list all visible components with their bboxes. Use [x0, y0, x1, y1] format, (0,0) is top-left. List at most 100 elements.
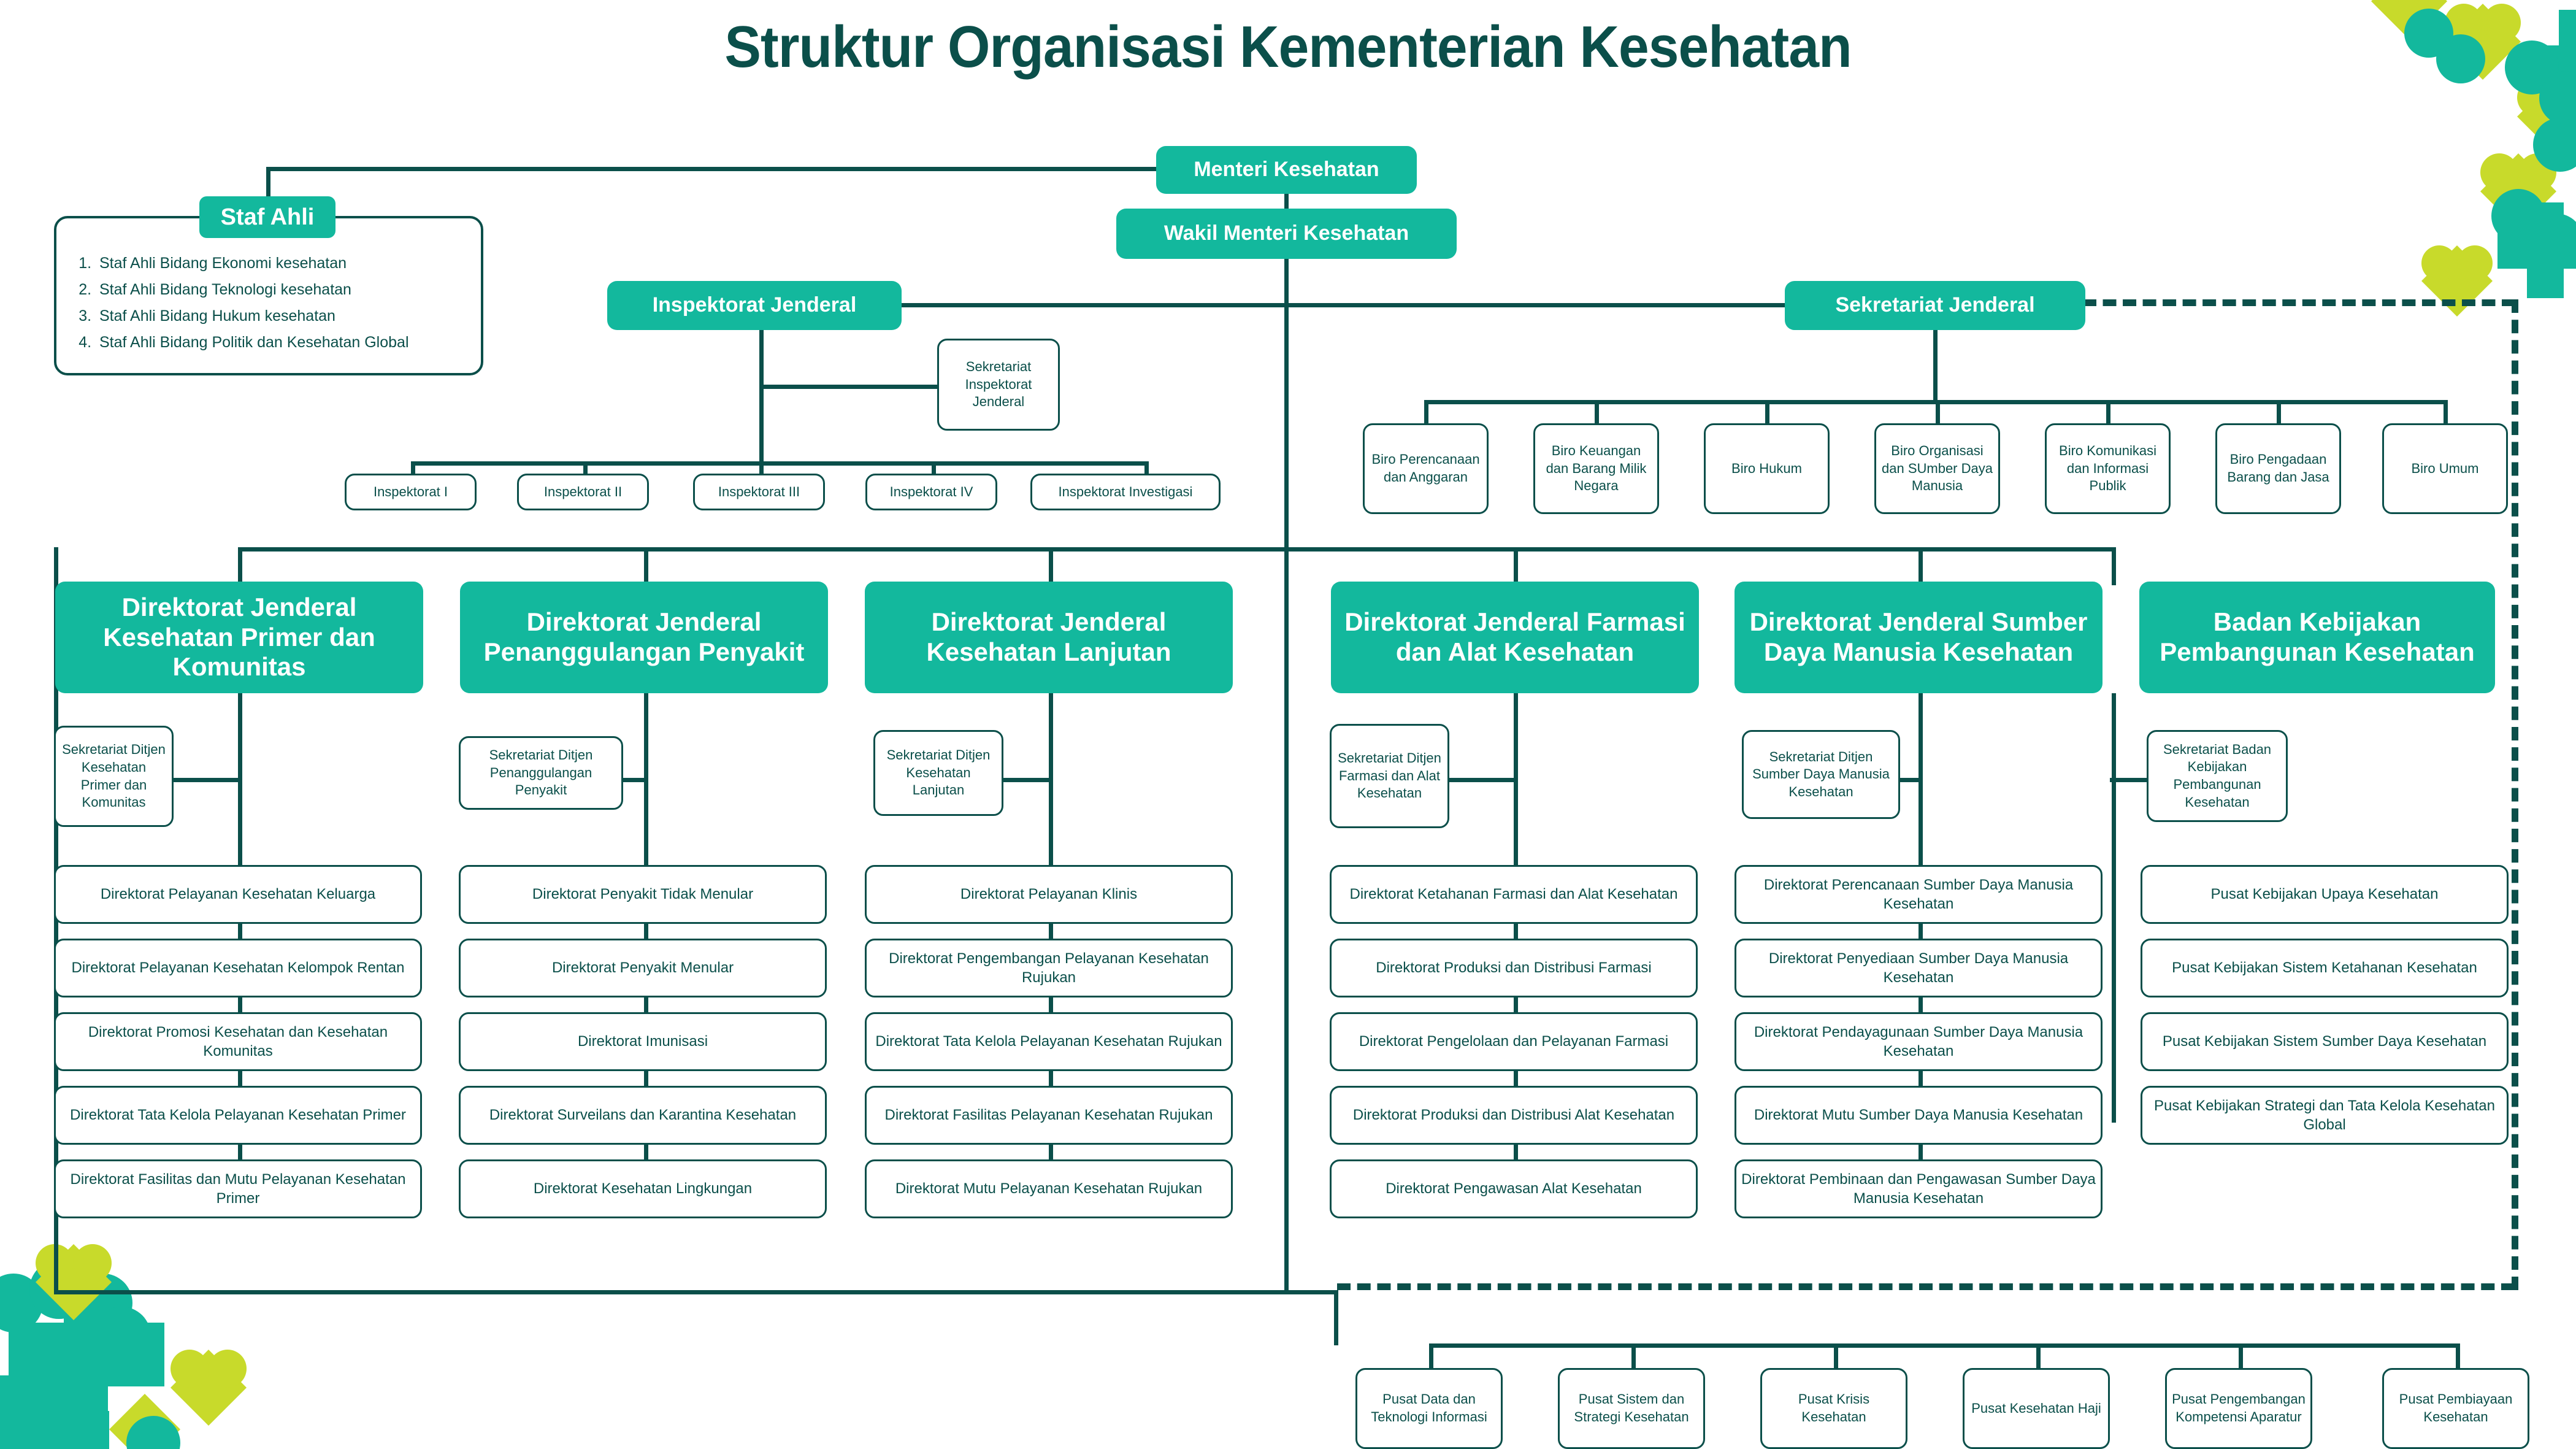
panel-staf-ahli: Staf Ahli Bidang Ekonomi kesehatan Staf … [54, 216, 483, 375]
connector-biro-drop-6 [2277, 400, 2281, 429]
node-pusat-krisis-kesehatan[interactable]: Pusat Krisis Kesehatan [1760, 1368, 1907, 1449]
node-inspektorat-investigasi[interactable]: Inspektorat Investigasi [1030, 474, 1221, 510]
node-ditjen-sumber-daya-manusia-kesehatan[interactable]: Direktorat Jenderal Sumber Daya Manusia … [1735, 582, 2103, 693]
node-biro-organisasi-dan-sumber-daya-manusia[interactable]: Biro Organisasi dan SUmber Daya Manusia [1874, 423, 2000, 514]
node-direktorat-produksi-dan-distribusi-farmasi[interactable]: Direktorat Produksi dan Distribusi Farma… [1330, 939, 1698, 997]
list-item: Staf Ahli Bidang Teknologi kesehatan [96, 277, 466, 303]
node-pusat-kebijakan-sistem-sumber-daya-kesehatan[interactable]: Pusat Kebijakan Sistem Sumber Daya Keseh… [2141, 1012, 2509, 1071]
connector-pusat-bus [1429, 1343, 2459, 1348]
node-direktorat-tata-kelola-pelayanan-kesehatan-primer[interactable]: Direktorat Tata Kelola Pelayanan Kesehat… [54, 1086, 422, 1145]
connector-pusat-drop-5 [2239, 1343, 2243, 1372]
node-direktorat-penyakit-tidak-menular[interactable]: Direktorat Penyakit Tidak Menular [459, 865, 827, 924]
node-direktorat-penyediaan-sdm-kesehatan[interactable]: Direktorat Penyediaan Sumber Daya Manusi… [1735, 939, 2103, 997]
node-direktorat-promosi-kesehatan-dan-kesehatan-komunitas[interactable]: Direktorat Promosi Kesehatan dan Kesehat… [54, 1012, 422, 1071]
list-item: Staf Ahli Bidang Politik dan Kesehatan G… [96, 329, 466, 356]
node-biro-keuangan-dan-barang-milik-negara[interactable]: Biro Keuangan dan Barang Milik Negara [1533, 423, 1659, 514]
connector-pusat-drop-6 [2456, 1343, 2460, 1372]
node-direktorat-pengelolaan-dan-pelayanan-farmasi[interactable]: Direktorat Pengelolaan dan Pelayanan Far… [1330, 1012, 1698, 1071]
connector-biro-drop-1 [1424, 400, 1428, 429]
node-direktorat-pendayagunaan-sdm-kesehatan[interactable]: Direktorat Pendayagunaan Sumber Daya Man… [1735, 1012, 2103, 1071]
connector-pusat-drop-4 [2036, 1343, 2041, 1372]
node-direktorat-mutu-sdm-kesehatan[interactable]: Direktorat Mutu Sumber Daya Manusia Kese… [1735, 1086, 2103, 1145]
node-direktorat-mutu-pelayanan-kesehatan-rujukan[interactable]: Direktorat Mutu Pelayanan Kesehatan Ruju… [865, 1159, 1233, 1218]
node-direktorat-imunisasi[interactable]: Direktorat Imunisasi [459, 1012, 827, 1071]
node-pusat-data-dan-teknologi-informasi[interactable]: Pusat Data dan Teknologi Informasi [1355, 1368, 1503, 1449]
node-direktorat-pengawasan-alat-kesehatan[interactable]: Direktorat Pengawasan Alat Kesehatan [1330, 1159, 1698, 1218]
node-direktorat-pelayanan-klinis[interactable]: Direktorat Pelayanan Klinis [865, 865, 1233, 924]
node-ditjen-kesehatan-primer-dan-komunitas[interactable]: Direktorat Jenderal Kesehatan Primer dan… [55, 582, 423, 693]
node-pusat-kebijakan-strategi-dan-tata-kelola-kesehatan-global[interactable]: Pusat Kebijakan Strategi dan Tata Kelola… [2141, 1086, 2509, 1145]
node-direktorat-ketahanan-farmasi-dan-alat-kesehatan[interactable]: Direktorat Ketahanan Farmasi dan Alat Ke… [1330, 865, 1698, 924]
node-ditjen-farmasi-dan-alat-kesehatan[interactable]: Direktorat Jenderal Farmasi dan Alat Kes… [1331, 582, 1699, 693]
node-pusat-pembiayaan-kesehatan[interactable]: Pusat Pembiayaan Kesehatan [2382, 1368, 2529, 1449]
node-inspektorat-iv[interactable]: Inspektorat IV [865, 474, 997, 510]
node-sekretariat-jenderal[interactable]: Sekretariat Jenderal [1785, 281, 2085, 330]
node-direktorat-pelayanan-kesehatan-kelompok-rentan[interactable]: Direktorat Pelayanan Kesehatan Kelompok … [54, 939, 422, 997]
connector-spine-to-sekretariat-jenderal [1284, 303, 1787, 307]
connector-ditjen-drop-1 [238, 547, 242, 585]
decorative-motif-bottom-left [0, 1244, 247, 1449]
node-direktorat-fasilitas-pelayanan-kesehatan-rujukan[interactable]: Direktorat Fasilitas Pelayanan Kesehatan… [865, 1086, 1233, 1145]
connector-ditjen-drop-3 [1049, 547, 1053, 585]
node-sekretariat-ditjen-kesehatan-lanjutan[interactable]: Sekretariat Ditjen Kesehatan Lanjutan [873, 730, 1003, 816]
node-direktorat-kesehatan-lingkungan[interactable]: Direktorat Kesehatan Lingkungan [459, 1159, 827, 1218]
node-direktorat-pengembangan-pelayanan-kesehatan-rujukan[interactable]: Direktorat Pengembangan Pelayanan Keseha… [865, 939, 1233, 997]
node-ditjen-penanggulangan-penyakit[interactable]: Direktorat Jenderal Penanggulangan Penya… [460, 582, 828, 693]
node-direktorat-produksi-dan-distribusi-alat-kesehatan[interactable]: Direktorat Produksi dan Distribusi Alat … [1330, 1086, 1698, 1145]
connector-menteri-to-wakil [1284, 193, 1289, 211]
connector-dashed-top [2083, 299, 2515, 306]
connector-pusat-drop-2 [1631, 1343, 1636, 1372]
node-inspektorat-jenderal[interactable]: Inspektorat Jenderal [607, 281, 902, 330]
node-pusat-pengembangan-kompetensi-aparatur[interactable]: Pusat Pengembangan Kompetensi Aparatur [2165, 1368, 2312, 1449]
node-inspektorat-ii[interactable]: Inspektorat II [517, 474, 649, 510]
node-sekretariat-ditjen-kesehatan-primer[interactable]: Sekretariat Ditjen Kesehatan Primer dan … [54, 726, 174, 827]
node-direktorat-pelayanan-kesehatan-keluarga[interactable]: Direktorat Pelayanan Kesehatan Keluarga [54, 865, 422, 924]
node-direktorat-penyakit-menular[interactable]: Direktorat Penyakit Menular [459, 939, 827, 997]
connector-col4-sek [1449, 778, 1517, 782]
node-sekretariat-inspektorat-jenderal[interactable]: Sekretariat Inspektorat Jenderal [937, 339, 1060, 431]
node-ditjen-kesehatan-lanjutan[interactable]: Direktorat Jenderal Kesehatan Lanjutan [865, 582, 1233, 693]
connector-main-spine [1284, 258, 1289, 1294]
node-pusat-kesehatan-haji[interactable]: Pusat Kesehatan Haji [1963, 1368, 2110, 1449]
node-direktorat-tata-kelola-pelayanan-kesehatan-rujukan[interactable]: Direktorat Tata Kelola Pelayanan Kesehat… [865, 1012, 1233, 1071]
node-direktorat-perencanaan-sdm-kesehatan[interactable]: Direktorat Perencanaan Sumber Daya Manus… [1735, 865, 2103, 924]
node-menteri-kesehatan[interactable]: Menteri Kesehatan [1156, 146, 1417, 194]
connector-ditjen-drop-6 [2112, 547, 2116, 585]
node-badan-kebijakan-pembangunan-kesehatan[interactable]: Badan Kebijakan Pembangunan Kesehatan [2139, 582, 2495, 693]
node-pusat-kebijakan-sistem-ketahanan-kesehatan[interactable]: Pusat Kebijakan Sistem Ketahanan Kesehat… [2141, 939, 2509, 997]
connector-biro-drop-4 [1936, 400, 1940, 429]
node-biro-komunikasi-dan-informasi-publik[interactable]: Biro Komunikasi dan Informasi Publik [2045, 423, 2171, 514]
connector-col6-sek [2110, 778, 2152, 782]
node-biro-pengadaan-barang-dan-jasa[interactable]: Biro Pengadaan Barang dan Jasa [2215, 423, 2341, 514]
connector-biro-drop-5 [2106, 400, 2110, 429]
connector-pusat-drop-1 [1429, 1343, 1433, 1372]
node-direktorat-pembinaan-dan-pengawasan-sdm-kesehatan[interactable]: Direktorat Pembinaan dan Pengawasan Sumb… [1735, 1159, 2103, 1218]
connector-col5-sek [1900, 778, 1922, 782]
page-title: Struktur Organisasi Kementerian Kesehata… [724, 14, 1852, 80]
connector-biro-bus [1424, 400, 2444, 404]
node-direktorat-fasilitas-dan-mutu-pelayanan-kesehatan-primer[interactable]: Direktorat Fasilitas dan Mutu Pelayanan … [54, 1159, 422, 1218]
node-direktorat-surveilans-dan-karantina-kesehatan[interactable]: Direktorat Surveilans dan Karantina Kese… [459, 1086, 827, 1145]
node-sekretariat-badan-kebijakan-pembangunan-kesehatan[interactable]: Sekretariat Badan Kebijakan Pembangunan … [2147, 730, 2288, 822]
connector-spine-to-inspektorat-jenderal [898, 303, 1287, 307]
connector-col1-sek [174, 778, 241, 782]
node-inspektorat-i[interactable]: Inspektorat I [345, 474, 477, 510]
badge-staf-ahli[interactable]: Staf Ahli [199, 196, 335, 238]
node-biro-umum[interactable]: Biro Umum [2382, 423, 2508, 514]
connector-biro-drop-3 [1765, 400, 1769, 429]
node-biro-perencanaan-dan-anggaran[interactable]: Biro Perencanaan dan Anggaran [1363, 423, 1489, 514]
connector-menteri-to-staf-ahli [266, 167, 1159, 171]
list-item: Staf Ahli Bidang Hukum kesehatan [96, 303, 466, 329]
node-sekretariat-ditjen-sumber-daya-manusia-kesehatan[interactable]: Sekretariat Ditjen Sumber Daya Manusia K… [1742, 730, 1900, 819]
node-pusat-kebijakan-upaya-kesehatan[interactable]: Pusat Kebijakan Upaya Kesehatan [2141, 865, 2509, 924]
node-wakil-menteri-kesehatan[interactable]: Wakil Menteri Kesehatan [1116, 209, 1457, 259]
list-item: Staf Ahli Bidang Ekonomi kesehatan [96, 250, 466, 277]
node-sekretariat-ditjen-penanggulangan-penyakit[interactable]: Sekretariat Ditjen Penanggulangan Penyak… [459, 736, 623, 810]
connector-staf-ahli-drop [266, 167, 270, 216]
node-pusat-sistem-dan-strategi-kesehatan[interactable]: Pusat Sistem dan Strategi Kesehatan [1558, 1368, 1705, 1449]
node-inspektorat-iii[interactable]: Inspektorat III [693, 474, 825, 510]
staf-ahli-list: Staf Ahli Bidang Ekonomi kesehatan Staf … [56, 218, 481, 366]
node-biro-hukum[interactable]: Biro Hukum [1704, 423, 1830, 514]
node-sekretariat-ditjen-farmasi-dan-alat-kesehatan[interactable]: Sekretariat Ditjen Farmasi dan Alat Kese… [1330, 724, 1449, 828]
